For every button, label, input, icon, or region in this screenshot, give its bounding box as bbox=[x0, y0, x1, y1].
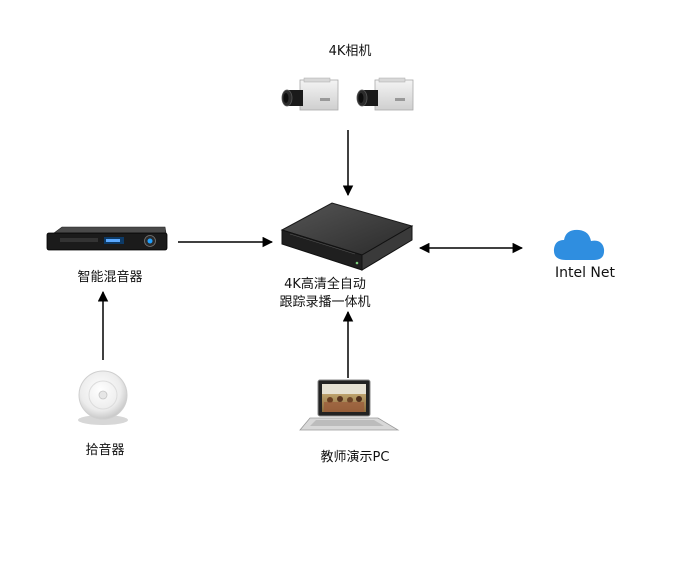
mixer-label: 智能混音器 bbox=[77, 270, 143, 285]
recorder-device-icon bbox=[280, 202, 414, 271]
camera-label: 4K相机 bbox=[328, 44, 372, 59]
recorder-label-line1: 4K高清全自动 bbox=[284, 277, 366, 292]
recorder-label: 4K高清全自动 跟踪录播一体机 bbox=[255, 276, 395, 312]
camera-2-icon bbox=[356, 77, 414, 111]
microphone-label: 拾音器 bbox=[85, 443, 125, 458]
laptop-icon bbox=[299, 379, 400, 431]
mixer-device-icon bbox=[46, 226, 168, 251]
camera-1-icon bbox=[281, 77, 339, 111]
pc-label: 教师演示PC bbox=[320, 450, 390, 465]
cloud-icon bbox=[553, 229, 605, 260]
microphone-icon bbox=[78, 370, 128, 425]
cloud-label: Intel Net bbox=[554, 265, 616, 281]
recorder-label-line2: 跟踪录播一体机 bbox=[279, 295, 371, 310]
